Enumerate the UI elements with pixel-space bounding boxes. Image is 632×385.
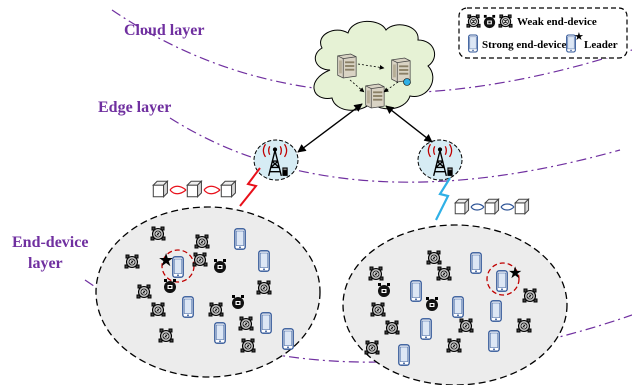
weak-device-icon — [483, 14, 496, 29]
strong-device-icon — [488, 330, 500, 352]
weak-device-icon — [164, 279, 176, 293]
device-cluster-left — [95, 206, 321, 378]
server-icon — [337, 53, 357, 79]
chain-link-icon — [203, 185, 221, 195]
cloud-edge-link-left — [297, 103, 363, 153]
leader-star-icon: ★ — [574, 31, 584, 43]
strong-device-icon — [398, 344, 410, 366]
strong-device-icon — [452, 296, 464, 318]
weak-device-icon — [150, 302, 166, 317]
edge-layer-label: Edge layer — [98, 99, 171, 116]
chain-link-icon — [500, 203, 515, 211]
weak-device-icon — [214, 259, 226, 273]
data-block-icon — [484, 198, 500, 215]
globe-icon — [403, 78, 411, 86]
weak-device-icon — [378, 283, 390, 297]
cloud-layer-label: Cloud layer — [124, 22, 204, 39]
weak-device-icon — [194, 234, 210, 249]
server-icon — [365, 83, 385, 109]
weak-device-icon — [446, 338, 462, 353]
right-cluster-devices: ★ — [364, 250, 538, 366]
legend-weak-label: Weak end-device — [517, 16, 597, 28]
left-cluster-devices: ★ — [124, 226, 294, 353]
cloud-edge-link-right — [385, 105, 433, 143]
strong-device-icon — [470, 252, 482, 274]
weak-device-icon — [208, 302, 224, 317]
weak-device-icon — [466, 14, 481, 28]
cloud-link — [383, 81, 399, 93]
strong-device-icon — [258, 250, 270, 272]
weak-device-icon — [256, 280, 272, 295]
weak-device-icon — [158, 328, 174, 343]
strong-device-icon — [214, 322, 226, 344]
data-block-icon — [514, 198, 530, 215]
strong-device-icon — [182, 296, 194, 318]
cloud-link — [357, 63, 385, 70]
chain-link-icon — [169, 185, 187, 195]
edge-node-left — [253, 139, 299, 181]
weak-device-icon — [232, 295, 244, 309]
chain-link-icon — [470, 203, 485, 211]
strong-device-icon — [172, 256, 184, 278]
weak-device-icon — [498, 14, 513, 28]
legend-leader-label: Leader — [584, 39, 618, 51]
weak-device-icon — [240, 338, 256, 353]
weak-device-icon — [124, 254, 140, 269]
weak-device-icon — [370, 302, 386, 317]
strong-device-icon — [420, 318, 432, 340]
weak-device-icon — [136, 284, 152, 299]
strong-device-icon — [468, 34, 478, 53]
weak-device-icon — [426, 297, 438, 311]
edge-layer-boundary — [169, 117, 621, 183]
legend-strong-label: Strong end-device — [482, 39, 567, 51]
weak-device-icon — [436, 266, 452, 281]
edge-node-right — [417, 139, 463, 181]
wireless-link-red — [239, 167, 261, 207]
strong-device-icon — [234, 228, 246, 250]
data-block-icon — [454, 198, 470, 215]
weak-device-icon — [150, 226, 166, 241]
leader-star-icon: ★ — [508, 265, 522, 282]
weak-device-icon — [516, 318, 532, 333]
end-device-layer-label-2: layer — [28, 255, 63, 272]
data-block-icon — [152, 180, 168, 198]
end-device-layer-label: End-device — [12, 234, 88, 251]
weak-device-icon — [364, 340, 380, 355]
weak-device-icon — [426, 250, 442, 265]
strong-device-icon — [260, 312, 272, 334]
weak-device-icon — [192, 252, 208, 267]
strong-device-icon — [490, 300, 502, 322]
blockchain-right — [454, 198, 530, 215]
wireless-link-blue — [435, 177, 451, 221]
weak-device-icon — [238, 316, 254, 331]
legend: Weak end-device Strong end-device ★ Lead… — [458, 7, 628, 59]
strong-device-icon — [496, 270, 508, 292]
weak-device-icon — [522, 288, 538, 303]
data-block-icon — [220, 180, 236, 198]
weak-device-icon — [368, 266, 384, 281]
leader-star-icon: ★ — [158, 250, 174, 270]
weak-device-icon — [458, 318, 474, 333]
cloud-link — [349, 79, 365, 93]
weak-device-icon — [384, 320, 400, 335]
blockchain-left — [152, 180, 236, 198]
data-block-icon — [186, 180, 202, 198]
strong-device-icon — [410, 280, 422, 302]
strong-device-icon — [282, 328, 294, 350]
leader-circle — [486, 262, 520, 296]
